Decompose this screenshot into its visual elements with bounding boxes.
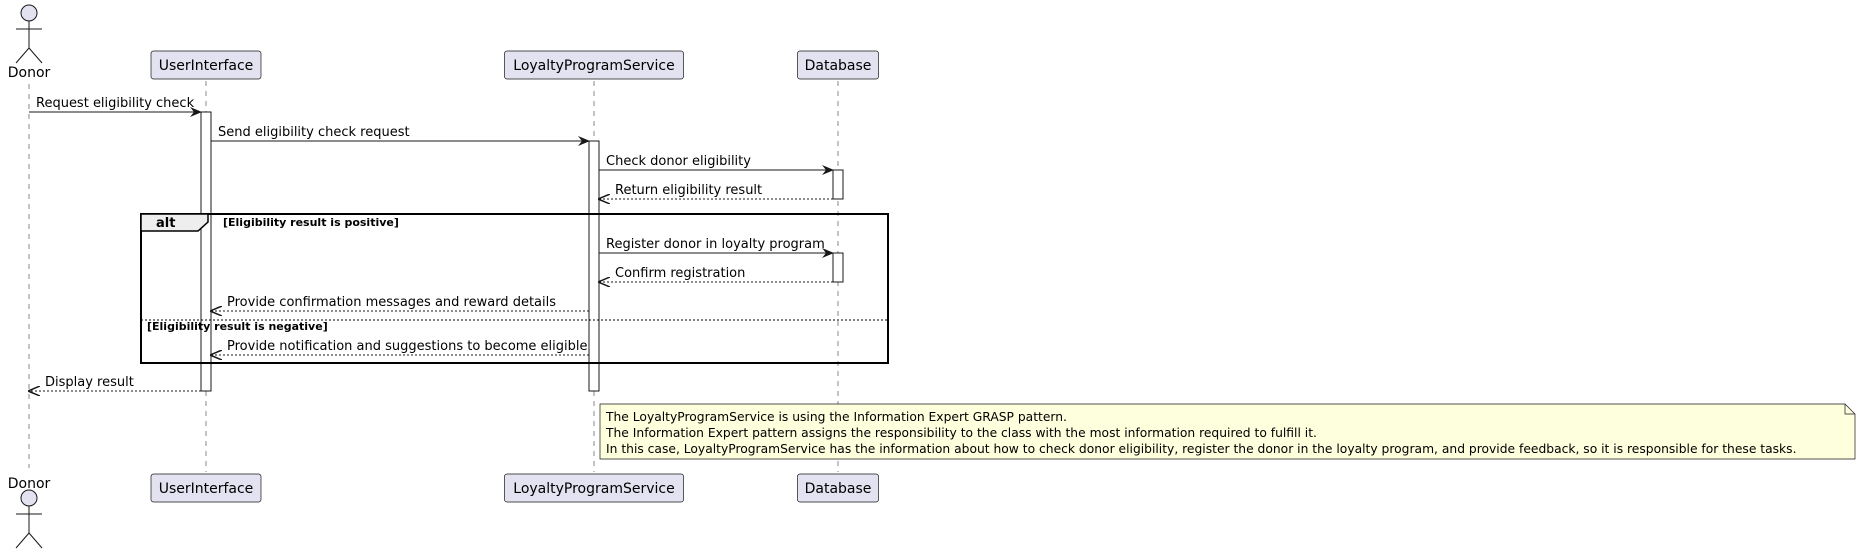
participant-label-top-donor: Donor [8, 65, 51, 81]
message-label-7: Provide confirmation messages and reward… [227, 295, 556, 310]
participant-label-top-lps: LoyaltyProgramService [513, 58, 674, 74]
alt-fragment-keyword: alt [156, 216, 175, 231]
participant-label-bottom-lps: LoyaltyProgramService [513, 481, 674, 497]
participant-box-bottom-lps [504, 473, 684, 503]
participant-box-top-db [797, 50, 879, 80]
actor-figure-top [15, 4, 43, 64]
message-label-5: Register donor in loyalty program [606, 237, 825, 252]
message-label-4: Return eligibility result [615, 183, 762, 198]
activation-bar-ui [200, 111, 212, 392]
participant-box-bottom-db [797, 473, 879, 503]
actor-figure-bottom [15, 489, 43, 549]
activation-bar-db [832, 252, 844, 283]
activation-bar-lps [588, 140, 600, 392]
participant-box-top-ui [150, 50, 262, 80]
alt-condition-negative: [Eligibility result is negative] [147, 320, 328, 333]
participant-label-bottom-ui: UserInterface [159, 481, 254, 497]
alt-fragment-frame [140, 213, 889, 364]
activation-bar-db [832, 169, 844, 200]
participant-box-top-lps [504, 50, 684, 80]
participant-label-bottom-donor: Donor [8, 476, 51, 492]
alt-condition-positive: [Eligibility result is positive] [223, 216, 399, 229]
message-label-2: Send eligibility check request [218, 125, 410, 140]
participant-box-bottom-ui [150, 473, 262, 503]
alt-fragment-tab [140, 213, 209, 232]
message-label-6: Confirm registration [615, 266, 745, 281]
note-box [599, 403, 1856, 460]
participant-label-top-ui: UserInterface [159, 58, 254, 74]
message-label-3: Check donor eligibility [606, 154, 751, 169]
note-line-2: The Information Expert pattern assigns t… [605, 426, 1317, 440]
note-line-1: The LoyaltyProgramService is using the I… [605, 410, 1067, 424]
participant-label-top-db: Database [805, 58, 872, 74]
participant-label-bottom-db: Database [805, 481, 872, 497]
note-line-3: In this case, LoyaltyProgramService has … [606, 442, 1797, 456]
message-label-1: Request eligibility check [36, 96, 195, 111]
message-label-8: Provide notification and suggestions to … [227, 339, 588, 354]
note-fold [1844, 404, 1855, 415]
message-label-9: Display result [45, 375, 134, 390]
